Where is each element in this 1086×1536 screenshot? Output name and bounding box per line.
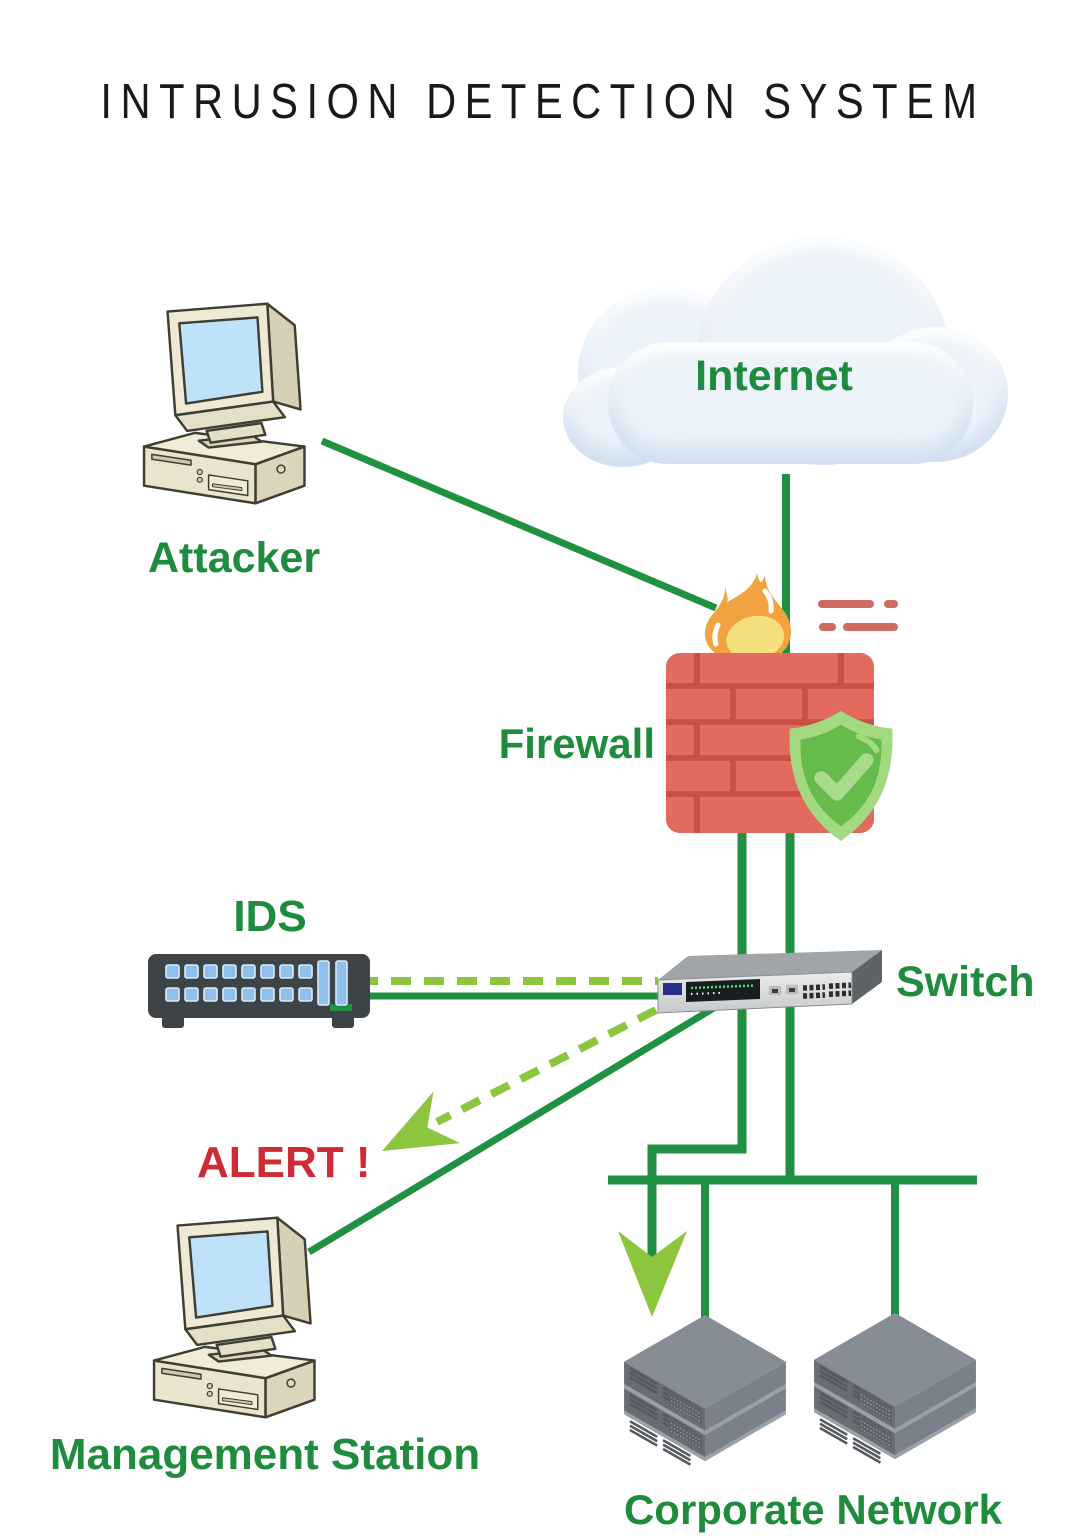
corporate-network-label: Corporate Network [623,1486,1003,1533]
dashed-switch-alert [435,1006,658,1126]
management-station-computer-icon [148,1206,344,1431]
switch-label: Switch [896,958,1035,1006]
cloud-icon [608,342,973,464]
ids-label: IDS [233,892,307,941]
alert-arrow-icon [382,1091,461,1151]
internet-label: Internet [695,352,853,400]
attacker-computer-icon [138,292,334,517]
management-station-label: Management Station [49,1430,481,1479]
ids-device-icon [148,954,370,1028]
speed-dash [843,623,898,631]
flame-icon [704,573,791,663]
speed-dash [818,600,874,608]
alert-label: ALERT ! [197,1138,371,1187]
server-stack-icon [810,1311,980,1467]
speed-dash [819,623,836,631]
wire-firewall-corporate-arrow [647,828,747,1262]
internet-cloud [563,232,1011,487]
shield-check-icon [789,710,893,842]
firewall-label: Firewall [498,720,655,767]
corporate-arrow-icon [618,1231,687,1317]
attacker-label: Attacker [148,534,321,582]
wire-switch-management [307,997,729,1255]
wire-attacker-firewall [320,437,718,612]
speed-dash [884,600,898,608]
switch-device-icon [657,950,882,1014]
page-title: INTRUSION DETECTION SYSTEM [100,75,986,129]
server-stack-icon [620,1313,790,1469]
